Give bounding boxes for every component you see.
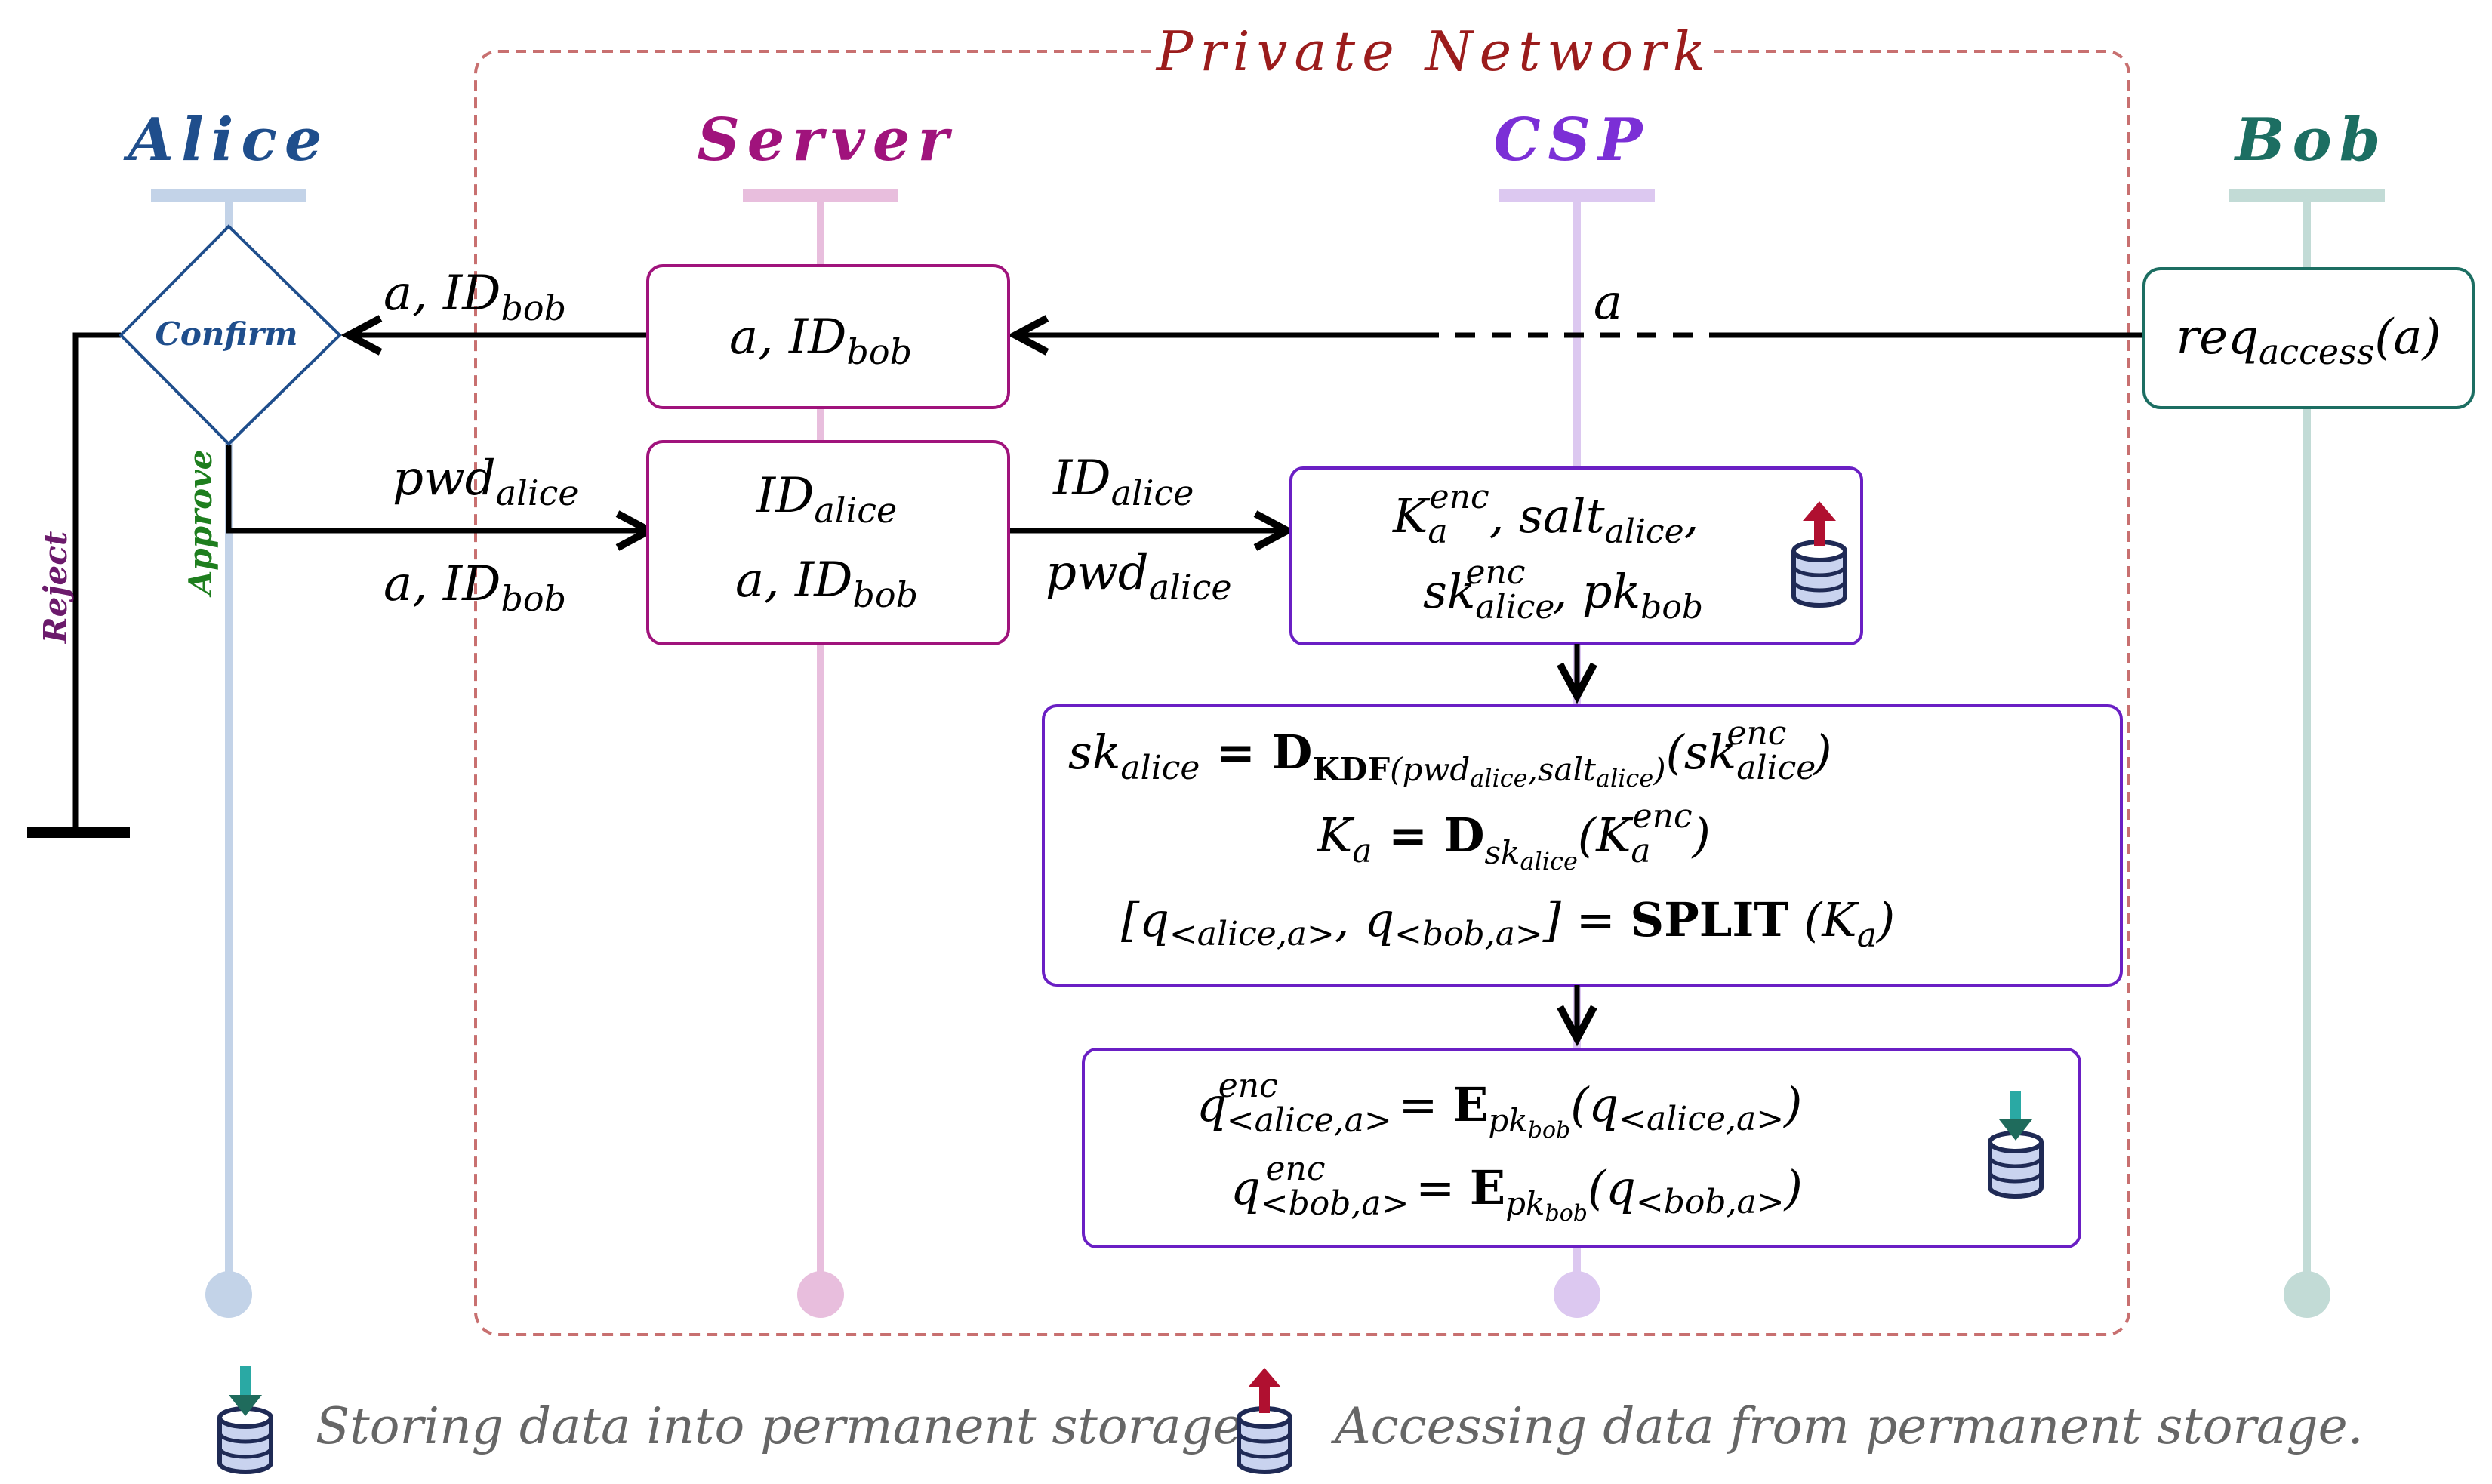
req-access-text: reqaccess(a)	[2176, 309, 2441, 372]
csp-encrypt-box: q<alice,a>enc = Epkbob(q<alice,a>) q<bob…	[1082, 1048, 2081, 1248]
legend-item-store: Storing data into permanent storage.	[217, 1366, 1258, 1474]
reject-branch: Reject	[27, 332, 130, 838]
bob-request-box: reqaccess(a)	[2142, 267, 2475, 409]
db-access-icon	[1237, 1368, 1292, 1474]
msg-id-alice: IDalice	[1052, 451, 1194, 513]
csp-fetch-box: Kaenc, saltalice, skaliceenc, pkbob	[1289, 466, 1863, 645]
msg-a: a	[1594, 275, 1622, 331]
msg-a-id-bob-2: a, IDbob	[384, 556, 566, 619]
arrow-server-to-csp: IDalice pwdalice	[1009, 451, 1295, 608]
actor-alice-label: Alice	[123, 106, 330, 174]
encrypt-line2: q<bob,a>enc = Epkbob(q<bob,a>)	[1231, 1150, 1803, 1227]
msg-pwd-alice-2: pwdalice	[1046, 545, 1232, 608]
approve-label: Approve	[182, 450, 219, 599]
server-login-line2: a, IDbob	[735, 553, 918, 615]
approve-branch: Approve	[182, 445, 658, 599]
encrypt-line1: q<alice,a>enc = Epkbob(q<alice,a>)	[1197, 1067, 1802, 1144]
decrypt-line3: [q<alice,a>, q<bob,a>] = SPLIT (Ka)	[1121, 892, 1895, 955]
private-network-region: Private Network	[474, 20, 2130, 1336]
csp-fetch-line1: Kaenc, saltalice,	[1392, 478, 1699, 551]
server-forward-box: a, IDbob	[646, 264, 1010, 409]
decrypt-line1: skalice = DKDF(pwdalice,saltalice)(skali…	[1068, 714, 1832, 793]
actor-server-label: Server	[697, 106, 956, 174]
legend: Storing data into permanent storage. Acc…	[217, 1366, 2364, 1474]
server-login-line1: IDalice	[756, 468, 897, 531]
legend-store-text: Storing data into permanent storage.	[316, 1397, 1258, 1455]
decrypt-line2: Ka = Dskalice(Kaenc)	[1317, 797, 1711, 876]
confirm-label: Confirm	[155, 316, 297, 353]
confirm-decision: Confirm	[119, 224, 342, 446]
legend-access-text: Accessing data from permanent storage.	[1330, 1397, 2364, 1455]
actor-csp-label: CSP	[1493, 106, 1650, 174]
csp-fetch-line2: skaliceenc, pkbob	[1423, 553, 1703, 627]
legend-item-access: Accessing data from permanent storage.	[1237, 1368, 2364, 1474]
actor-bob-label: Bob	[2234, 106, 2389, 174]
db-store-icon	[217, 1366, 273, 1474]
arrow-bob-to-server: a	[1007, 275, 2144, 356]
server-login-box: IDalice a, IDbob	[646, 440, 1010, 645]
msg-pwd-alice: pwdalice	[393, 451, 579, 513]
reject-label: Reject	[37, 531, 74, 645]
db-access-icon	[1791, 501, 1847, 608]
private-network-label: Private Network	[1155, 20, 1713, 83]
msg-a-id-bob: a, IDbob	[384, 266, 566, 328]
db-store-icon	[1988, 1091, 2044, 1199]
arrow-server-to-alice: a, IDbob	[340, 266, 648, 356]
server-forward-text: a, IDbob	[729, 309, 912, 372]
csp-decrypt-box: skalice = DKDF(pwdalice,saltalice)(skali…	[1042, 704, 2123, 987]
